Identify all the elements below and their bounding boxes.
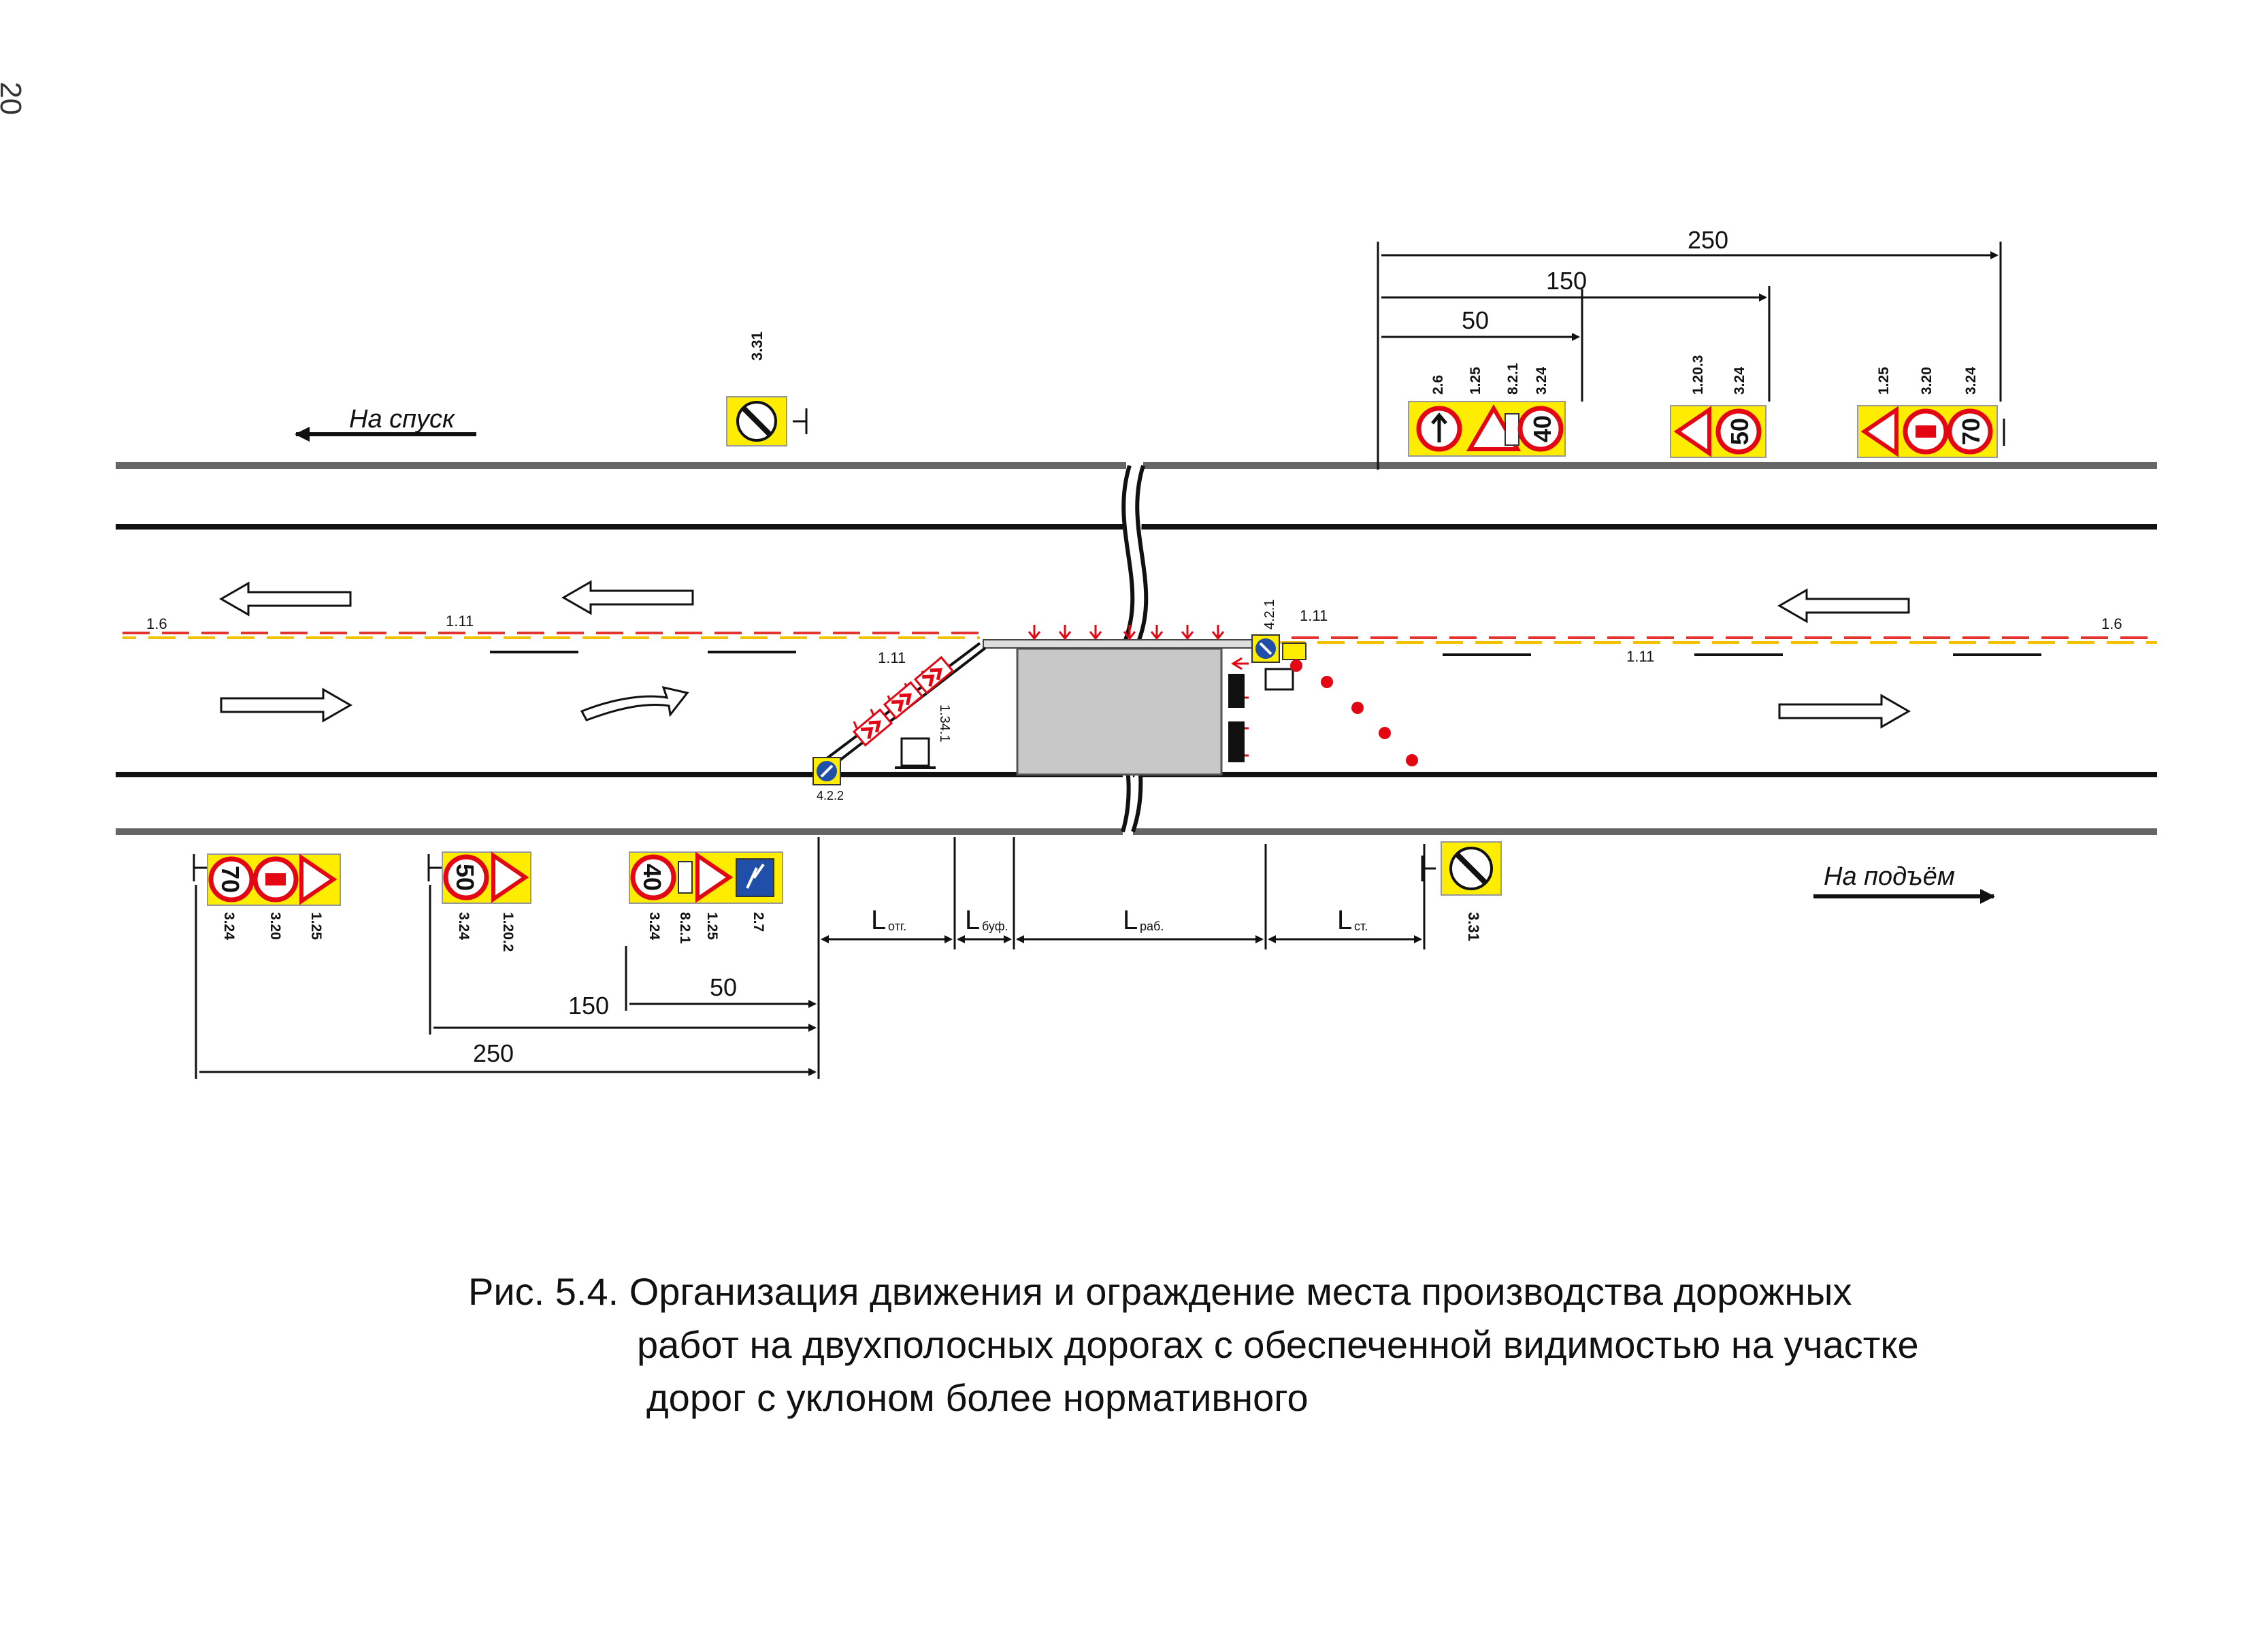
bottom-group-2-label-1: 3.24 <box>456 912 472 940</box>
l-buf-sub: буф. <box>982 920 1008 933</box>
bottom-group-2-labels: 3.24 1.20.2 <box>456 912 516 952</box>
bottom-group-1-label-2: 3.20 <box>267 912 283 940</box>
top-group-1-speed: 40 <box>1528 415 1556 442</box>
top-group-1-label-4: 3.24 <box>1534 367 1549 395</box>
signal-lamp-left <box>895 737 936 769</box>
bottom-sign-group-3: 40 <box>629 851 783 904</box>
direction-down: На спуск <box>295 405 476 442</box>
top-group-2-label-1: 1.20.3 <box>1690 355 1706 395</box>
sign-4-2-2-label: 4.2.2 <box>817 789 844 802</box>
l-st-letter: L <box>1337 905 1352 935</box>
top-dim-250: 250 <box>1688 226 1728 254</box>
top-group-3-label-1: 1.25 <box>1876 367 1892 395</box>
road-edges <box>116 462 2157 835</box>
direction-down-label: На спуск <box>349 405 456 434</box>
red-cones <box>1290 660 1418 766</box>
bottom-group-3-label-4: 2.7 <box>751 912 766 932</box>
top-group-1-labels: 2.6 1.25 8.2.1 3.24 <box>1430 363 1549 395</box>
top-group-1-label-2: 1.25 <box>1468 367 1483 395</box>
chevron-signs-1-34-1 <box>852 655 955 747</box>
l-otg-sub: отг. <box>888 920 906 933</box>
direction-up: На подъём <box>1813 862 1995 904</box>
sign-3-31-bottom <box>1421 841 1502 896</box>
l-rab-letter: L <box>1123 905 1138 935</box>
direction-up-label: На подъём <box>1824 862 1955 891</box>
bottom-dim-150: 150 <box>568 992 609 1020</box>
sign-4-2-2 <box>812 757 841 785</box>
caption-line-2: работ на двухполосных дорогах с обеспече… <box>637 1323 1919 1366</box>
top-group-1-label-3: 8.2.1 <box>1505 363 1521 395</box>
bottom-sign-group-1: 70 <box>193 853 341 906</box>
top-group-3-label-2: 3.20 <box>1919 367 1935 395</box>
sign-3-31-top <box>726 396 808 446</box>
lane-arrows <box>218 580 1911 729</box>
l-rab-sub: раб. <box>1140 920 1164 933</box>
bottom-dim-250: 250 <box>473 1039 514 1067</box>
bottom-group-2-speed: 50 <box>451 864 479 891</box>
bottom-group-1-label-3: 1.25 <box>308 912 324 940</box>
bottom-group-3-label-2: 8.2.1 <box>677 912 693 944</box>
top-dim-50: 50 <box>1462 306 1489 334</box>
top-dimension-lines <box>1377 242 2002 470</box>
bottom-sign-group-2: 50 <box>427 851 531 904</box>
barrier-blocks <box>1228 674 1245 762</box>
marking-label-1-11-d: 1.11 <box>1626 648 1654 665</box>
bottom-group-3-speed: 40 <box>638 864 666 891</box>
top-sign-group-1: 40 <box>1408 401 1566 457</box>
length-dimension-lines <box>821 837 1426 949</box>
top-group-3-speed: 70 <box>1957 418 1985 445</box>
marking-label-1-6-right: 1.6 <box>2101 615 2122 632</box>
caption-line-1: Рис. 5.4. Организация движения и огражде… <box>468 1270 1852 1313</box>
l-otg-letter: L <box>871 905 886 935</box>
bottom-dimension-lines <box>195 837 820 1079</box>
bottom-group-3-labels: 3.24 8.2.1 1.25 2.7 <box>646 912 766 944</box>
length-labels: L отг. L буф. L раб. L ст. <box>871 905 1368 935</box>
bottom-dim-50: 50 <box>710 973 737 1001</box>
top-group-2-labels: 1.20.3 3.24 <box>1690 355 1747 395</box>
top-group-3-label-3: 3.24 <box>1963 367 1979 395</box>
road-scheme: 1.6 1.11 1.11 1.11 1.11 1.6 На спуск На … <box>116 226 2157 1079</box>
bottom-group-1-speed: 70 <box>216 866 244 893</box>
caption-line-3: дорог с уклоном более нормативного <box>646 1376 1309 1419</box>
top-group-2-label-2: 3.24 <box>1732 367 1747 395</box>
l-st-sub: ст. <box>1354 920 1368 933</box>
l-buf-letter: L <box>965 905 980 935</box>
bottom-group-3-label-3: 1.25 <box>704 912 720 940</box>
sign-3-31-top-label: 3.31 <box>749 331 766 361</box>
bottom-group-1-labels: 3.24 3.20 1.25 <box>221 912 324 940</box>
marking-label-1-11-c: 1.11 <box>1300 607 1328 624</box>
top-group-1-label-1: 2.6 <box>1430 375 1446 395</box>
center-line-marking <box>122 632 2157 656</box>
marking-label-1-11-b: 1.11 <box>878 649 906 666</box>
sign-4-2-1 <box>1251 634 1306 691</box>
top-dim-150: 150 <box>1546 267 1587 295</box>
sign-4-2-1-label: 4.2.1 <box>1262 600 1277 630</box>
bottom-group-1-label-1: 3.24 <box>221 912 237 940</box>
top-group-2-speed: 50 <box>1726 418 1754 445</box>
marking-label-1-6-left: 1.6 <box>146 615 167 632</box>
top-sign-group-2: 50 <box>1670 405 1766 458</box>
top-group-3-labels: 1.25 3.20 3.24 <box>1876 367 1979 395</box>
marking-label-1-34-1: 1.34.1 <box>937 704 952 743</box>
top-sign-group-3: 70 <box>1857 405 1998 458</box>
sign-3-31-bottom-label: 3.31 <box>1465 912 1482 941</box>
work-zone <box>983 639 1256 776</box>
bottom-group-2-label-2: 1.20.2 <box>500 912 516 952</box>
bottom-group-3-label-1: 3.24 <box>646 912 662 940</box>
marking-label-1-11-a: 1.11 <box>446 613 474 630</box>
